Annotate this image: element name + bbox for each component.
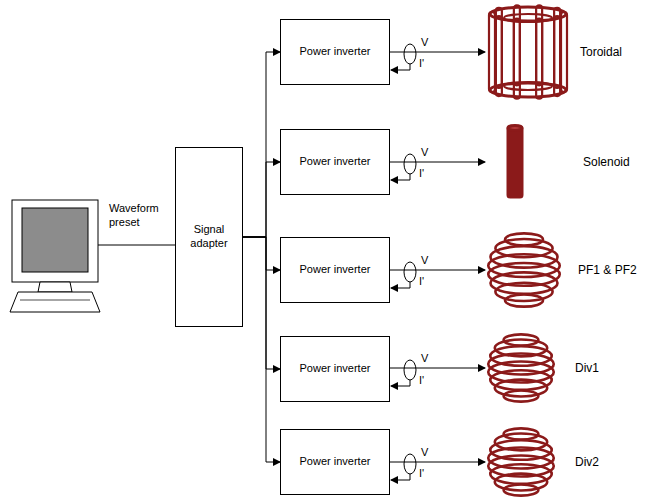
box-label: Power inverter (300, 362, 371, 376)
coil-art (485, 4, 571, 100)
coil-drawing (488, 428, 554, 495)
box-label: Signal adapter (176, 223, 242, 251)
voltage-label: V (420, 352, 429, 366)
coil: Div1 (485, 332, 601, 404)
inverter-box: Power inverter (280, 19, 390, 85)
current-sensor (404, 454, 416, 474)
feedback-wire (391, 380, 410, 386)
coil-drawing (508, 126, 522, 198)
current-sensor (404, 360, 416, 380)
voltage-label: V (420, 36, 429, 50)
computer-icon (10, 200, 100, 312)
connector (243, 162, 280, 237)
feedback-wire (391, 64, 410, 70)
connector (243, 237, 280, 462)
preset-wire (98, 245, 175, 246)
current-sensor (404, 154, 416, 174)
coil-label: Solenoid (583, 155, 630, 169)
voltage-label: V (420, 254, 429, 268)
coil: PF1 & PF2 (485, 229, 639, 311)
current-label: I' (418, 57, 425, 71)
connector (243, 52, 280, 237)
box-label: Power inverter (300, 263, 371, 277)
preset-label: Waveform preset (108, 202, 174, 230)
current-sensor (404, 44, 416, 64)
box-label: Power inverter (300, 45, 371, 59)
connector (243, 237, 280, 270)
coil-drawing (488, 233, 559, 306)
voltage-label: V (420, 446, 429, 460)
current-sensor (404, 262, 416, 282)
coil-label: Toroidal (580, 45, 622, 59)
coil: Solenoid (485, 123, 632, 201)
feedback-wire (391, 174, 410, 180)
connector (243, 237, 280, 369)
coil-label: Div2 (575, 455, 599, 469)
voltage-label: V (420, 146, 429, 160)
coil: Div2 (485, 426, 601, 498)
coil-drawing (489, 5, 567, 98)
inverter-box: Power inverter (280, 129, 390, 195)
inverter-box: Power inverter (280, 237, 390, 303)
inverter-box: Power inverter (280, 429, 390, 495)
coil-drawing (488, 334, 554, 401)
current-label: I' (418, 167, 425, 181)
current-label: I' (418, 374, 425, 388)
inverter-box: Power inverter (280, 336, 390, 402)
current-label: I' (418, 275, 425, 289)
coil-art (485, 426, 557, 498)
box-label: Power inverter (300, 155, 371, 169)
feedback-wire (391, 474, 410, 480)
coil-label: PF1 & PF2 (578, 263, 637, 277)
feedback-wire (391, 282, 410, 288)
coil: Toroidal (485, 4, 624, 100)
coil-label: Div1 (575, 361, 599, 375)
coil-art (485, 123, 545, 201)
current-label: I' (418, 467, 425, 481)
coil-art (485, 229, 563, 311)
adapter-box: Signal adapter (175, 147, 243, 327)
coil-art (485, 332, 557, 404)
box-label: Power inverter (300, 455, 371, 469)
